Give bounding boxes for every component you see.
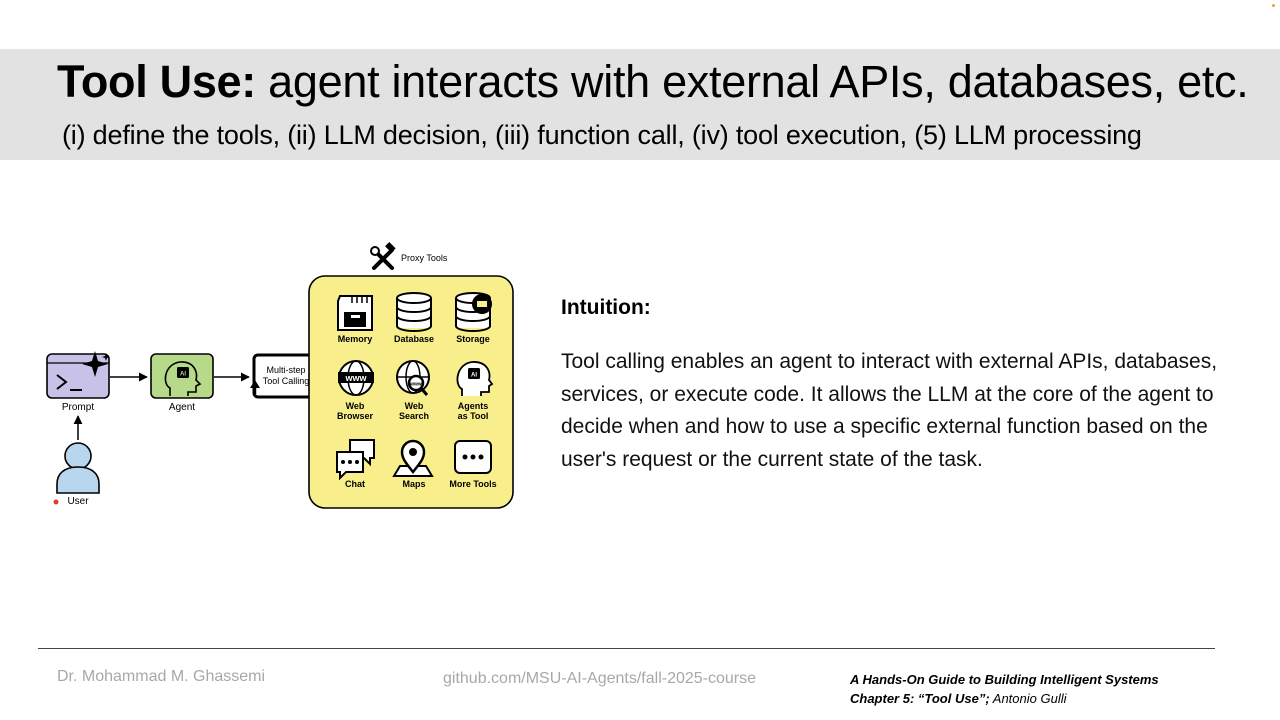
- tool-label-maps: Maps: [402, 479, 426, 489]
- tool-label-database: Database: [393, 334, 435, 344]
- svg-text:www: www: [409, 382, 422, 388]
- agent-icon: AI: [150, 353, 214, 399]
- footer-divider: [38, 648, 1215, 649]
- user-label: User: [67, 496, 89, 507]
- intuition-heading: Intuition:: [561, 296, 651, 319]
- tool-label-storage: Storage: [456, 334, 490, 344]
- citation-chapter: Chapter 5: “Tool Use”;: [850, 691, 990, 706]
- footer-repo-link[interactable]: github.com/MSU-AI-Agents/fall-2025-cours…: [443, 670, 757, 687]
- svg-text:AI: AI: [471, 373, 477, 379]
- citation-author: Antonio Gulli: [989, 691, 1067, 706]
- tool-label-memory: Memory: [337, 334, 373, 344]
- proxy-tools-label: Proxy Tools: [401, 253, 448, 263]
- tool-label-more-tools: More Tools: [449, 479, 497, 489]
- globe-www-icon: www: [338, 360, 374, 396]
- web-search-icon: www: [396, 360, 430, 396]
- multistep-line2: Tool Calling: [262, 376, 310, 386]
- intuition-body: Tool calling enables an agent to interac…: [561, 350, 1218, 471]
- title-bold: Tool Use:: [57, 56, 256, 107]
- title-banner: [0, 49, 1280, 160]
- map-pin-icon: [392, 439, 434, 477]
- wrench-screwdriver-icon: [370, 242, 396, 270]
- agent-head-icon: AI: [456, 361, 494, 396]
- database-icon: [396, 292, 432, 332]
- footer-author: Dr. Mohammad M. Ghassemi: [57, 668, 266, 685]
- svg-text:AI: AI: [180, 372, 186, 378]
- prompt-icon: [46, 351, 110, 399]
- slide-subtitle: (i) define the tools, (ii) LLM decision,…: [62, 120, 1142, 150]
- svg-text:www: www: [344, 373, 367, 383]
- citation-line1: A Hands-On Guide to Building Intelligent…: [850, 672, 1159, 687]
- title-rest: agent interacts with external APIs, data…: [255, 56, 1249, 107]
- memory-card-icon: [337, 295, 373, 331]
- slide-title: Tool Use: agent interacts with external …: [57, 56, 1249, 108]
- multistep-line1: Multi-step: [266, 365, 306, 375]
- prompt-label: Prompt: [61, 402, 95, 413]
- multistep-label: Multi-step Tool Calling: [258, 365, 314, 387]
- tool-label-chat: Chat: [345, 479, 365, 489]
- citation-line2: Chapter 5: “Tool Use”; Antonio Gulli: [850, 691, 1067, 706]
- storage-icon: [455, 292, 492, 332]
- user-icon: [53, 442, 100, 505]
- chat-bubbles-icon: [336, 439, 375, 481]
- corner-marker: [1272, 4, 1275, 7]
- more-dots-icon: [454, 440, 492, 474]
- agent-label: Agent: [168, 402, 196, 413]
